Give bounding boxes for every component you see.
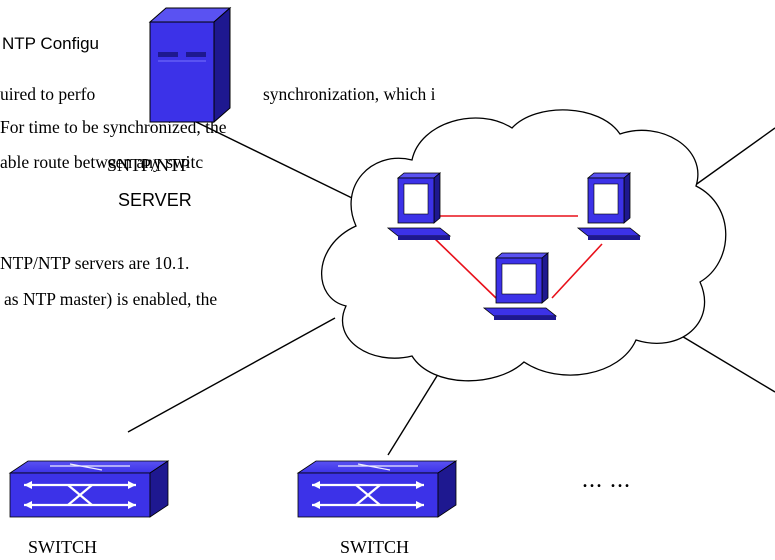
link-cloud-to-switch-1 xyxy=(127,317,336,433)
desktop-computer-icon xyxy=(386,172,452,240)
link-pc-left-to-pc-bottom xyxy=(431,235,497,299)
server-label-line2: SERVER xyxy=(118,190,192,210)
link-cloud-to-right-bottom xyxy=(679,334,775,393)
network-switch-icon xyxy=(8,460,170,518)
switch-label-2: SWITCH xyxy=(340,537,409,557)
doc-text-line-3: able route between any switc xyxy=(0,152,204,172)
server-label-line1: SNTP/NTP xyxy=(107,155,190,175)
cloud-internal-links xyxy=(431,215,603,299)
doc-text-line-5: as NTP master) is enabled, the xyxy=(4,289,218,309)
section-heading: NTP Configu xyxy=(2,34,100,53)
switch-label-1: SWITCH xyxy=(28,537,97,557)
more-switches-ellipsis: ... ... xyxy=(582,467,631,493)
cloud-network-icon xyxy=(321,109,727,382)
link-server-to-cloud xyxy=(187,117,353,199)
server-tower-icon xyxy=(148,6,232,124)
network-switch-icon xyxy=(296,460,458,518)
desktop-computer-icon xyxy=(576,172,642,240)
doc-text-line-1b: synchronization, which i xyxy=(263,84,436,104)
doc-text-line-4: NTP/NTP servers are 10.1. xyxy=(0,253,190,273)
desktop-computer-icon xyxy=(482,252,558,320)
link-pc-right-to-pc-bottom xyxy=(551,243,603,299)
doc-text-line-1a: uired to perfo xyxy=(0,84,96,104)
